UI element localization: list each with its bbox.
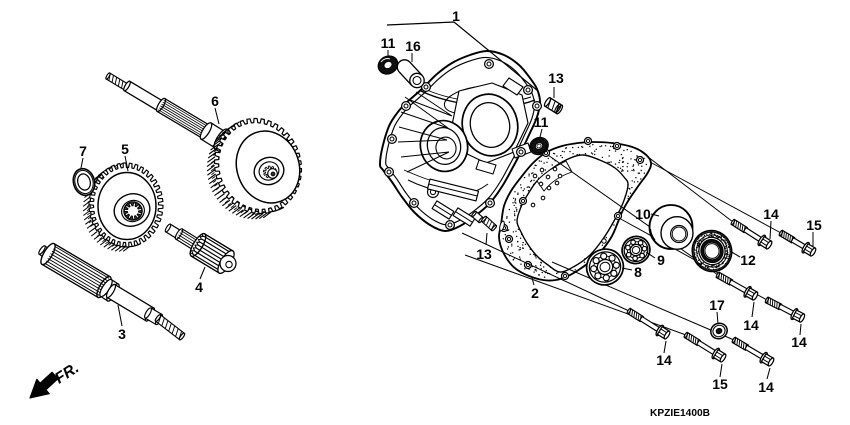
svg-text:3: 3 (118, 326, 126, 342)
svg-text:12: 12 (740, 252, 756, 268)
svg-text:14: 14 (743, 317, 759, 333)
svg-text:13: 13 (476, 246, 492, 262)
svg-text:1: 1 (452, 8, 460, 24)
svg-text:14: 14 (656, 352, 672, 368)
svg-text:7: 7 (79, 143, 87, 159)
svg-text:10: 10 (635, 206, 651, 222)
svg-text:17: 17 (709, 297, 725, 313)
svg-text:14: 14 (791, 334, 807, 350)
svg-text:4: 4 (195, 279, 203, 295)
svg-text:16: 16 (405, 38, 421, 54)
svg-text:9: 9 (657, 252, 665, 268)
svg-text:KPZIE1400B: KPZIE1400B (650, 408, 710, 419)
svg-text:8: 8 (634, 264, 642, 280)
svg-text:5: 5 (121, 141, 129, 157)
svg-text:13: 13 (548, 70, 564, 86)
svg-text:15: 15 (806, 217, 822, 233)
svg-text:14: 14 (763, 206, 779, 222)
svg-text:2: 2 (531, 285, 539, 301)
svg-text:15: 15 (712, 376, 728, 392)
svg-text:11: 11 (534, 114, 549, 130)
svg-text:11: 11 (381, 35, 396, 51)
svg-text:6: 6 (211, 93, 219, 109)
svg-text:14: 14 (758, 379, 774, 395)
